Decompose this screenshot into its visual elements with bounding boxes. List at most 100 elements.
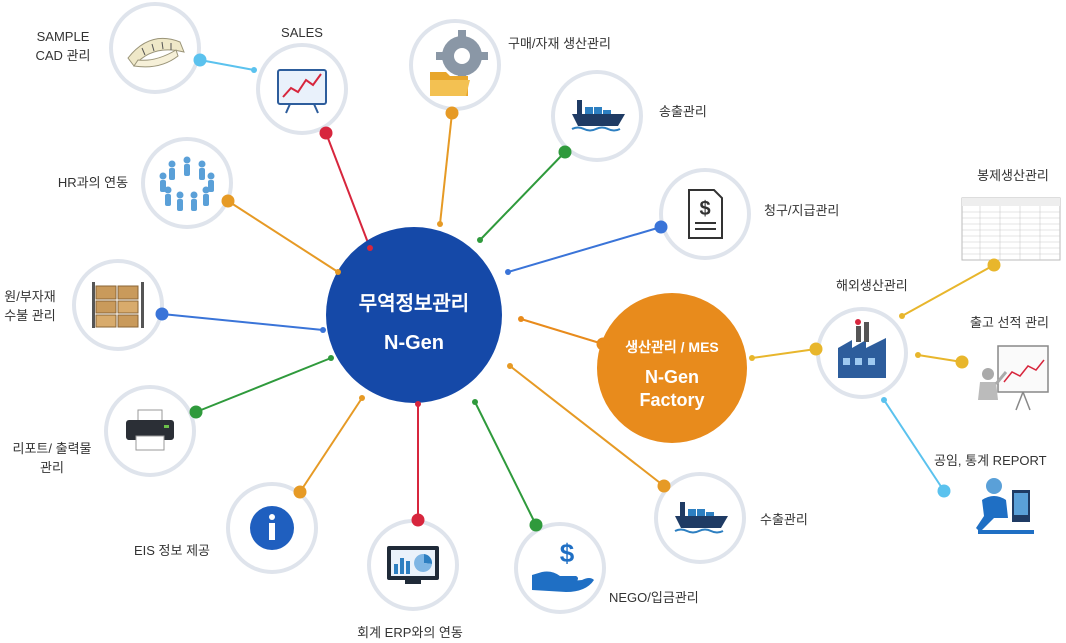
connector-shipment: [917, 354, 963, 363]
label-sample-cad-2: CAD 관리: [36, 48, 91, 63]
connector-end-dot-eis: [359, 395, 365, 401]
connector-hr: [227, 200, 339, 273]
connector-end-dot-sample-cad: [251, 67, 257, 73]
info-icon: [250, 506, 294, 550]
node-sales[interactable]: [256, 43, 348, 135]
output-sewing[interactable]: [961, 197, 1061, 261]
connector-end-dot-nego: [472, 399, 478, 405]
label-shipping: 송출관리: [659, 104, 707, 119]
connector-end-dot-hr: [335, 269, 341, 275]
label-sample-cad-1: SAMPLE: [37, 29, 90, 44]
label-sewing: 봉제생산관리: [977, 168, 1049, 183]
printer-icon: [126, 409, 174, 451]
connector-purchase: [439, 112, 453, 225]
spreadsheet-thumbnail-icon: [961, 197, 1061, 261]
label-erp: 회계 ERP와의 연동: [357, 625, 463, 640]
connector-end-dot-shipment: [915, 352, 921, 358]
node-materials[interactable]: [72, 259, 164, 351]
connector-dots: [155, 53, 1001, 532]
connector-end-dot-purchase: [437, 221, 443, 227]
node-billing[interactable]: $: [659, 168, 751, 260]
connector-sales: [325, 132, 371, 249]
people-circle-icon: [159, 156, 215, 211]
svg-text:$: $: [560, 538, 575, 568]
connector-dot-factory-link: [596, 337, 610, 351]
connector-dot-shipping: [558, 145, 572, 159]
hub-node[interactable]: 무역정보관리 N-Gen: [326, 227, 502, 403]
connector-dot-sample-cad: [193, 53, 207, 67]
connector-dot-stats: [937, 484, 951, 498]
connector-dot-eis: [293, 485, 307, 499]
sales-chart-board-icon: [277, 69, 327, 114]
label-overseas: 해외생산관리: [836, 278, 908, 293]
connector-dot-export: [657, 479, 671, 493]
connector-dot-overseas: [809, 342, 823, 356]
boxes-shelf-icon: [92, 282, 144, 328]
connector-end-dot-overseas: [749, 355, 755, 361]
label-nego: NEGO/입금관리: [609, 590, 699, 605]
hub-subtitle: N-Gen: [384, 332, 444, 354]
gear-folder-icon: [430, 30, 488, 96]
connector-end-dot-factory-link: [518, 316, 524, 322]
node-purchase[interactable]: [409, 19, 501, 111]
label-export: 수출관리: [760, 512, 808, 527]
node-nego[interactable]: $: [514, 522, 606, 614]
factory-line3: Factory: [639, 390, 704, 410]
connector-sample-cad: [199, 59, 255, 71]
connector-eis: [299, 397, 363, 493]
output-shipment[interactable]: [978, 345, 1049, 411]
node-erp[interactable]: [367, 519, 459, 611]
connector-billing: [507, 226, 662, 273]
computer-user-icon: [976, 478, 1034, 534]
connector-end-dot-erp: [415, 401, 421, 407]
connector-dot-purchase: [445, 106, 459, 120]
connector-factory-link: [520, 318, 604, 345]
connector-dot-erp: [411, 513, 425, 527]
factory-icon: [838, 319, 886, 378]
label-purchase: 구매/자재 생산관리: [508, 36, 611, 51]
hub-title: 무역정보관리: [359, 292, 469, 315]
factory-node[interactable]: 생산관리 / MES N-Gen Factory: [597, 293, 747, 443]
label-stats: 공임, 통계 REPORT: [934, 453, 1047, 468]
factory-line1: 생산관리 / MES: [625, 339, 719, 355]
connector-end-dot-report: [328, 355, 334, 361]
measuring-tape-icon: [127, 38, 185, 68]
hand-dollar-icon: $: [532, 538, 594, 592]
node-eis[interactable]: [226, 482, 318, 574]
connector-shipping: [479, 151, 566, 241]
connector-end-dot-export: [507, 363, 513, 369]
label-materials-1: 원/부자재: [4, 289, 55, 304]
svg-text:$: $: [699, 198, 710, 220]
cargo-ship-icon: [674, 502, 728, 534]
node-sample-cad[interactable]: [109, 2, 201, 94]
connector-dot-billing: [654, 220, 668, 234]
label-materials-2: 수불 관리: [4, 308, 55, 323]
label-report-2: 관리: [40, 460, 64, 475]
connector-dot-sales: [319, 126, 333, 140]
connector-end-dot-sewing: [899, 313, 905, 319]
monitor-chart-icon: [387, 546, 439, 584]
label-shipment: 출고 선적 관리: [970, 315, 1049, 330]
node-overseas[interactable]: [816, 307, 908, 399]
connector-lines: [161, 59, 995, 526]
connector-dot-materials: [155, 307, 169, 321]
label-eis: EIS 정보 제공: [134, 543, 210, 558]
connector-end-dot-billing: [505, 269, 511, 275]
connector-end-dot-sales: [367, 245, 373, 251]
connector-nego: [474, 401, 537, 526]
connector-end-dot-materials: [320, 327, 326, 333]
connector-materials: [161, 313, 324, 331]
node-shipping[interactable]: [551, 70, 643, 162]
output-stats[interactable]: [976, 478, 1034, 534]
node-export[interactable]: [654, 472, 746, 564]
node-report[interactable]: [104, 385, 196, 477]
connector-export: [509, 365, 665, 487]
label-billing: 청구/지급관리: [764, 203, 839, 218]
connector-report: [195, 357, 332, 413]
connector-dot-hr: [221, 194, 235, 208]
node-hr[interactable]: [141, 137, 233, 229]
connector-stats: [883, 399, 945, 492]
connector-sewing: [901, 264, 995, 317]
connector-overseas: [751, 348, 817, 359]
connector-end-dot-stats: [881, 397, 887, 403]
